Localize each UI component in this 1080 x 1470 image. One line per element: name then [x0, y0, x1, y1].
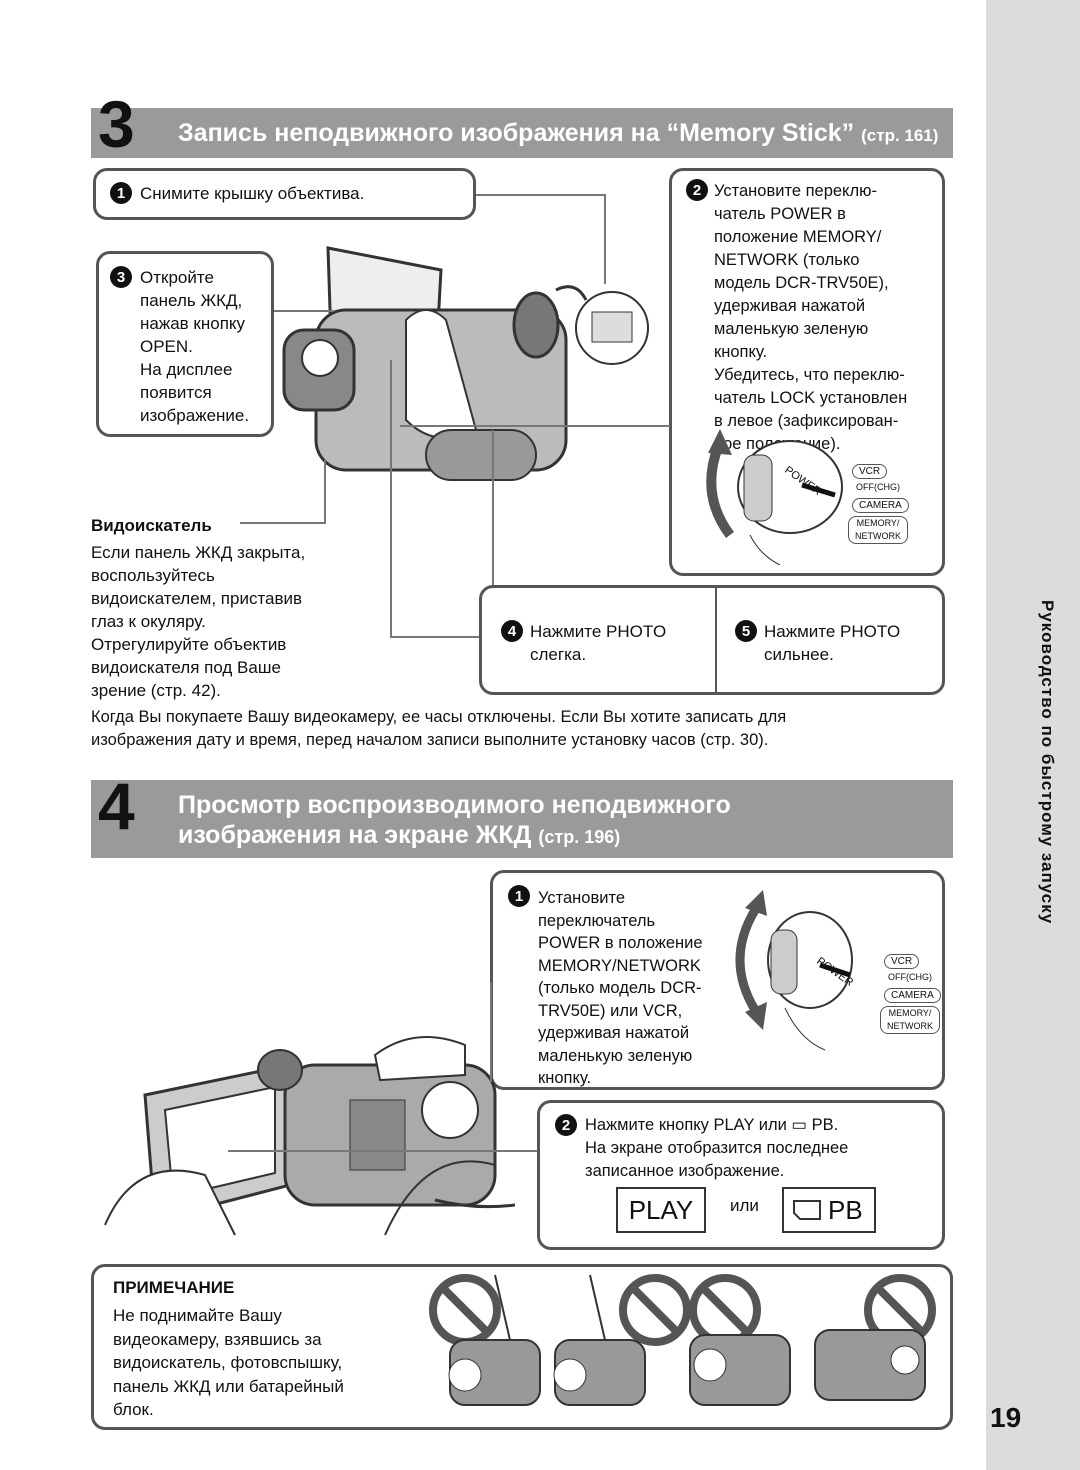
- section4-title: Просмотр воспроизводимого неподвижного и…: [178, 790, 731, 852]
- power-dial-illustration: [706, 429, 843, 565]
- connector-line: [390, 360, 392, 638]
- section3-number: 3: [98, 87, 135, 161]
- prohibited-illustrations: [429, 1274, 936, 1406]
- clock-note: Когда Вы покупаете Вашу видеокамеру, ее …: [91, 708, 787, 749]
- or-label: или: [730, 1196, 759, 1215]
- connector-line: [390, 636, 480, 638]
- step3-box: [96, 251, 274, 437]
- dial2-off-label: OFF(CHG): [888, 972, 932, 982]
- step4-text: Нажмите PHOTO слегка.: [530, 622, 667, 664]
- step5-number: 5: [735, 620, 757, 642]
- section3-title: Запись неподвижного изображения на “Memo…: [178, 119, 938, 148]
- section3-page-ref: (стр. 161): [861, 126, 939, 145]
- connector-line: [274, 310, 334, 312]
- viewfinder-title: Видоискатель: [91, 516, 212, 535]
- connector-line: [240, 522, 326, 524]
- step1-number: 1: [110, 182, 132, 204]
- prohibited-icon: [619, 1274, 691, 1346]
- step1-box: [93, 168, 476, 220]
- step2-number: 2: [686, 179, 708, 201]
- page-number: 19: [990, 1402, 1022, 1433]
- note-title: ПРИМЕЧАНИЕ: [113, 1278, 235, 1297]
- section4-title-line1: Просмотр воспроизводимого неподвижного: [178, 791, 731, 819]
- dial-off-label: OFF(CHG): [856, 482, 900, 492]
- dial2-memory-label: MEMORY/ NETWORK: [880, 1006, 940, 1034]
- prohibited-icon: [429, 1274, 501, 1346]
- connector-line: [400, 425, 670, 427]
- connector-line: [604, 194, 606, 284]
- s4-step2-box: [537, 1100, 945, 1250]
- dial2-vcr-label: VCR: [884, 954, 920, 969]
- step4-5-divider: [715, 588, 717, 692]
- play-button-label: PLAY: [616, 1187, 706, 1233]
- dial-memory-label: MEMORY/ NETWORK: [848, 516, 908, 544]
- rotate-arrow-icon: [706, 445, 735, 538]
- step4-number: 4: [501, 620, 523, 642]
- section3-title-text: Запись неподвижного изображения на “Memo…: [178, 119, 855, 147]
- camcorder-playback-illustration: [104, 1036, 515, 1236]
- step5-text: Нажмите PHOTO сильнее.: [764, 622, 901, 664]
- pb-button-label: PB: [828, 1194, 863, 1225]
- section4-title-line2-wrap: изображения на экране ЖКД (стр. 196): [178, 820, 731, 852]
- connector-line: [492, 430, 494, 585]
- connector-line: [228, 1150, 540, 1152]
- s4-step1-number: 1: [508, 885, 530, 907]
- connector-line: [476, 194, 606, 196]
- viewfinder-text: Если панель ЖКД закрыта, воспользуйтесь …: [91, 543, 306, 700]
- section4-banner: [91, 780, 953, 858]
- section4-number: 4: [98, 769, 135, 843]
- s4-step2-text: Нажмите кнопку PLAY или ▭ PB. На экране …: [585, 1116, 849, 1180]
- sidebar: [986, 0, 1080, 1470]
- s4-step2-number: 2: [555, 1114, 577, 1136]
- dial-camera-label: CAMERA: [852, 498, 909, 513]
- step3-text: Откройте панель ЖКД, нажав кнопку OPEN. …: [140, 268, 250, 425]
- dial2-camera-label: CAMERA: [884, 988, 941, 1003]
- rotate-arrow-icon: [735, 907, 759, 1013]
- dial-vcr-label: VCR: [852, 464, 888, 479]
- step2-text: Установите переклю- чатель POWER в полож…: [714, 182, 908, 453]
- prohibited-icon: [689, 1274, 761, 1346]
- section3-banner: [91, 108, 953, 158]
- section4-title-line2: изображения на экране ЖКД: [178, 821, 532, 849]
- step3-number: 3: [110, 266, 132, 288]
- sidebar-label: Руководство по быстрому запуску: [1038, 600, 1057, 925]
- s4-step1-text: Установите переключатель POWER в положен…: [538, 889, 703, 1087]
- memory-card-icon: [793, 1200, 821, 1220]
- power-dial-illustration-2: [735, 890, 853, 1051]
- pb-button-frame: PB: [782, 1187, 876, 1233]
- camcorder-illustration: [282, 246, 649, 481]
- note-text: Не поднимайте Вашу видеокамеру, взявшись…: [113, 1306, 344, 1419]
- connector-line: [324, 460, 326, 524]
- step4-5-box: [479, 585, 945, 695]
- section4-page-ref: (стр. 196): [538, 827, 621, 847]
- connector-line: [490, 982, 492, 1082]
- s4-step1-box: [490, 870, 945, 1090]
- step1-text: Снимите крышку объектива.: [140, 184, 365, 203]
